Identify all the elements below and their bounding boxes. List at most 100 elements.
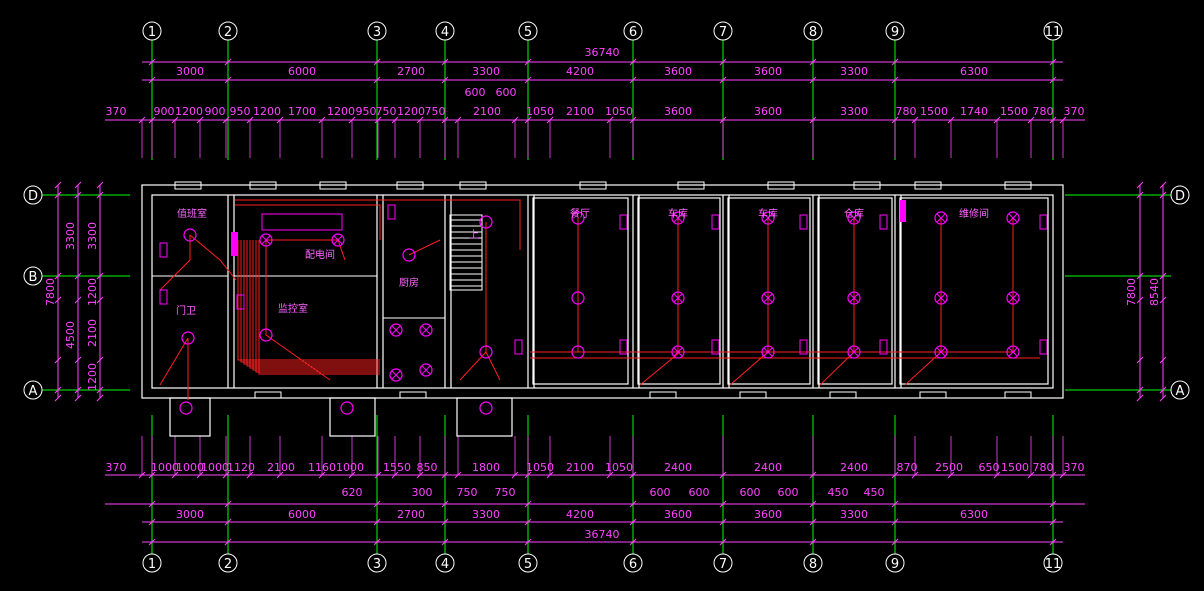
top-detail-12: 1050 xyxy=(526,105,554,118)
bottom-lower-detail-3: 750 xyxy=(495,486,516,499)
axis-bubble-top-7[interactable]: 7 xyxy=(713,21,733,41)
tick-top-axis xyxy=(719,76,727,84)
lamp-repair-x xyxy=(1008,293,1018,303)
axis-bubble-bottom-6[interactable]: 6 xyxy=(623,553,643,573)
axis-bubble-bottom-7[interactable]: 7 xyxy=(713,553,733,573)
axis-bubble-bottom-9[interactable]: 9 xyxy=(885,553,905,573)
tick-right xyxy=(1136,394,1144,402)
window-top xyxy=(1004,181,1032,190)
tick-bottom-axis xyxy=(891,538,899,546)
wire-rest xyxy=(159,235,191,291)
axis-bubble-bottom-2[interactable]: 2 xyxy=(218,553,238,573)
tick-bottom-axis xyxy=(524,538,532,546)
top-detail-5: 1700 xyxy=(288,105,316,118)
tick-bottom-axis xyxy=(891,500,899,508)
wire-garage-1 xyxy=(639,351,681,386)
bottom-detail-13: 2400 xyxy=(664,461,692,474)
tick-left xyxy=(74,181,82,189)
axis-bubble-bottom-8[interactable]: 8 xyxy=(803,553,823,573)
axis-bubble-top-6[interactable]: 6 xyxy=(623,21,643,41)
bottom-detail-7: 1550 xyxy=(383,461,411,474)
top-axis-bubbles: 1 2 3 4 5 6 7 8 9 11 xyxy=(142,21,1063,41)
tick-top-axis xyxy=(148,58,156,66)
axis-bubble-top-8[interactable]: 8 xyxy=(803,21,823,41)
bottom-detail-2: 1000 xyxy=(201,461,229,474)
outer-wall xyxy=(141,184,1064,399)
svg-text:3: 3 xyxy=(373,557,381,572)
bay-room-wall xyxy=(532,197,629,385)
tick-bottom-axis xyxy=(373,518,381,526)
top-detail-0: 900 xyxy=(154,105,175,118)
axis-bubble-right-D[interactable]: D xyxy=(1170,185,1190,205)
socket xyxy=(879,214,888,230)
bottom-lower-detail-5: 600 xyxy=(689,486,710,499)
socket xyxy=(799,339,808,355)
top-total-dimension: 36740 xyxy=(585,46,620,59)
room-label-dining: 餐厅 xyxy=(570,207,590,220)
bottom-detail-15: 2400 xyxy=(840,461,868,474)
tick-left xyxy=(74,386,82,394)
top-span-3-4: 2700 xyxy=(397,65,425,78)
wire-top xyxy=(235,199,521,250)
axis-bubble-right-A[interactable]: A xyxy=(1170,380,1190,400)
lamp-power-2-x xyxy=(333,235,343,245)
axis-bubble-left-B[interactable]: B xyxy=(23,266,43,286)
svg-text:2: 2 xyxy=(224,25,232,40)
top-dimension-labels: 36740 3000 6000 2700 3300 4200 3600 3600… xyxy=(106,46,1085,118)
socket xyxy=(619,214,628,230)
axis-bubble-left-D[interactable]: D xyxy=(23,185,43,205)
axis-bubble-left-A[interactable]: A xyxy=(23,380,43,400)
lamp-small-x xyxy=(391,370,401,380)
svg-text:6: 6 xyxy=(629,557,637,572)
axis-bubble-top-3[interactable]: 3 xyxy=(367,21,387,41)
axis-bubble-top-2[interactable]: 2 xyxy=(218,21,238,41)
axis-bubble-top-5[interactable]: 5 xyxy=(518,21,538,41)
svg-text:4: 4 xyxy=(441,557,449,572)
tick-right xyxy=(1159,191,1167,199)
axis-bubble-top-11[interactable]: 11 xyxy=(1043,21,1063,41)
bottom-dimension-labels: 370 370 1000 1000 1000 1120 2100 1160 10… xyxy=(106,461,1085,541)
bottom-detail-6: 1000 xyxy=(336,461,364,474)
lamp-bay-x xyxy=(849,213,859,223)
lamp-rest xyxy=(183,228,197,242)
bottom-span-2-3: 6000 xyxy=(288,508,316,521)
tick-bottom-axis xyxy=(809,538,817,546)
top-detail-right-end: 370 xyxy=(1064,105,1085,118)
axis-bubble-bottom-3[interactable]: 3 xyxy=(367,553,387,573)
lamp-door xyxy=(181,331,195,345)
svg-text:A: A xyxy=(1176,384,1185,399)
top-detail-8: 750 xyxy=(376,105,397,118)
lamp-stair-2 xyxy=(479,345,493,359)
bottom-detail-18: 650 xyxy=(979,461,1000,474)
svg-text:7: 7 xyxy=(719,557,727,572)
svg-text:4: 4 xyxy=(441,25,449,40)
tick-right xyxy=(1159,386,1167,394)
lamp-kitchen xyxy=(402,248,416,262)
axis-bubble-top-9[interactable]: 9 xyxy=(885,21,905,41)
tick-bottom-axis xyxy=(629,518,637,526)
socket xyxy=(879,339,888,355)
axis-bubble-top-1[interactable]: 1 xyxy=(142,21,162,41)
axis-bubble-bottom-4[interactable]: 4 xyxy=(435,553,455,573)
top-upper-detail-1: 600 xyxy=(465,86,486,99)
top-detail-9: 1200 xyxy=(397,105,425,118)
socket xyxy=(1039,339,1048,355)
lamp-repair-x xyxy=(1008,347,1018,357)
axis-bubble-bottom-1[interactable]: 1 xyxy=(142,553,162,573)
axis-bubble-bottom-11[interactable]: 11 xyxy=(1043,553,1063,573)
tick-right xyxy=(1159,181,1167,189)
right-dimension-labels: 7800 8540 xyxy=(1125,278,1161,306)
tick-left xyxy=(54,356,62,364)
room-labels: 值班室 门卫 配电间 监控室 厨房 餐厅 车库 车库 仓库 维修间 上 xyxy=(176,207,989,317)
axis-bubble-bottom-5[interactable]: 5 xyxy=(518,553,538,573)
axis-bubble-top-4[interactable]: 4 xyxy=(435,21,455,41)
wire-repair xyxy=(904,351,942,386)
tick-bottom-axis xyxy=(719,518,727,526)
lamp-bay xyxy=(761,345,775,359)
top-detail-3: 950 xyxy=(230,105,251,118)
top-detail-16: 3600 xyxy=(754,105,782,118)
left-detail-2: 2100 xyxy=(86,319,99,347)
socket xyxy=(711,214,720,230)
bottom-span-6-7: 3600 xyxy=(664,508,692,521)
wire-power-2 xyxy=(337,239,346,261)
